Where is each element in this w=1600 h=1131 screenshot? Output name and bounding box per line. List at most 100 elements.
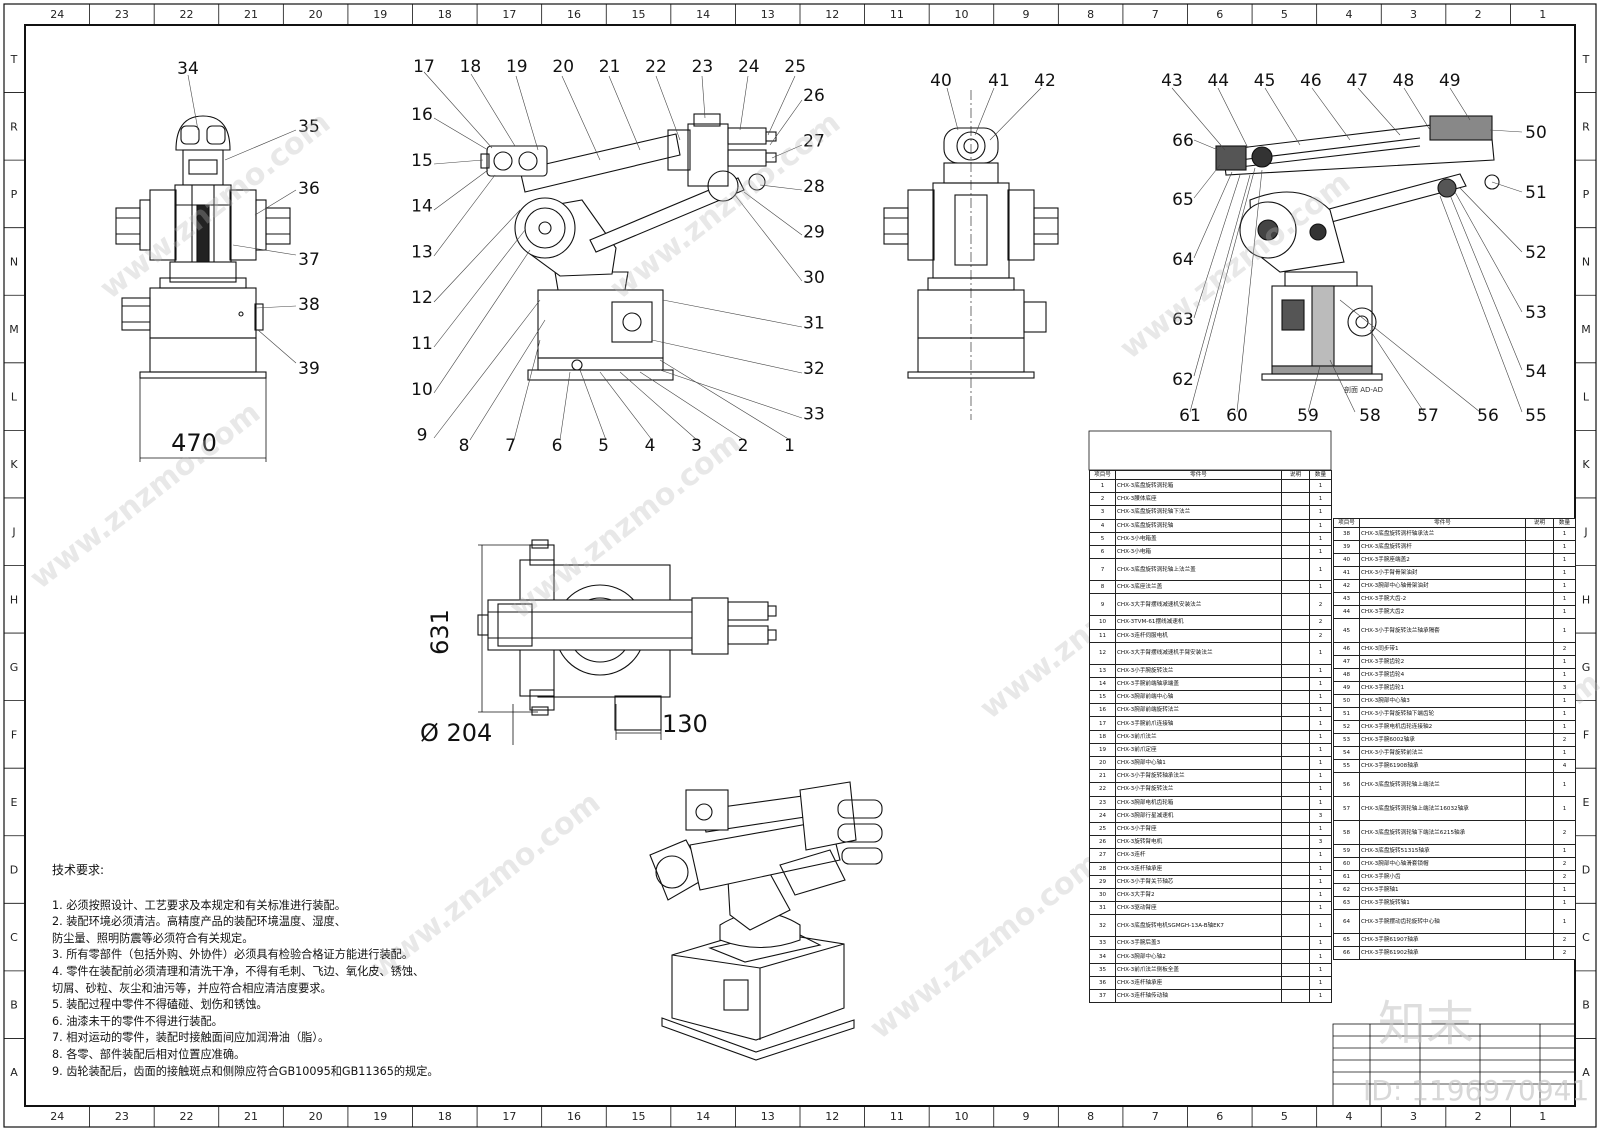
- bom-cell-qty: 1: [1309, 641, 1332, 665]
- bom-cell-item: 6: [1089, 544, 1116, 560]
- notes-line: 4. 零件在装配前必须清理和清洗干净，不得有毛刺、飞边、氧化皮、锈蚀、: [52, 964, 425, 978]
- part-callout: 60: [1226, 406, 1248, 426]
- bom-cell-qty: 1: [1309, 676, 1332, 692]
- zone-col-label: 2: [1475, 8, 1482, 21]
- bom-cell-item: 30: [1089, 887, 1116, 903]
- part-callout: 51: [1525, 183, 1547, 203]
- bom-cell-part: CHX-3连杆轴承座: [1115, 861, 1282, 876]
- dim-470: 470: [171, 429, 217, 457]
- bom-cell-part: CHX-3旋转臂电机: [1115, 835, 1282, 850]
- bom-cell-item: 59: [1333, 844, 1360, 858]
- bom-cell-qty: 1: [1553, 579, 1576, 593]
- bom-cell-qty: 2: [1553, 733, 1576, 747]
- bom-cell-item: 65: [1333, 933, 1360, 947]
- bom-cell-part: CHX-3前爪法兰: [1115, 729, 1282, 744]
- bom-cell-qty: 1: [1309, 663, 1332, 678]
- bom-cell-desc: [1525, 933, 1554, 947]
- part-callout: 17: [413, 57, 435, 77]
- bom-cell-part: CHX-3连杆轴传动轴: [1115, 988, 1282, 1004]
- zone-col-label: 6: [1216, 1110, 1223, 1123]
- bom-cell-desc: [1525, 694, 1554, 708]
- bom-cell-part: CHX-3同步带1: [1359, 642, 1526, 656]
- bom-cell-item: 26: [1089, 835, 1116, 850]
- bom-cell-part: CHX-3底盘旋转电机SGMGH-13A-B轴EK7: [1115, 914, 1282, 938]
- bom-cell-desc: [1525, 946, 1554, 960]
- part-callout: 14: [411, 197, 433, 217]
- dim-631: 631: [426, 609, 454, 655]
- bom-cell-desc: [1281, 615, 1310, 630]
- front-view-dimension: [139, 378, 267, 462]
- bom-cell-qty: 1: [1553, 707, 1576, 721]
- bom-cell-desc: [1281, 628, 1310, 643]
- zone-col-label: 5: [1281, 8, 1288, 21]
- bom-cell-item: 60: [1333, 857, 1360, 871]
- part-callout: 28: [803, 177, 825, 197]
- part-callout: 15: [411, 151, 433, 171]
- bom-cell-desc: [1525, 796, 1554, 821]
- bom-cell-desc: [1281, 676, 1310, 692]
- bom-cell-qty: 1: [1309, 782, 1332, 797]
- zone-col-label: 14: [696, 1110, 710, 1123]
- bom-cell-qty: 1: [1553, 844, 1576, 858]
- bom-cell-item: 48: [1333, 668, 1360, 682]
- bom-cell-item: 40: [1333, 553, 1360, 567]
- part-callout: 3: [691, 436, 702, 456]
- zone-col-label: 22: [179, 8, 193, 21]
- bom-cell-item: 57: [1333, 796, 1360, 821]
- part-callout: 37: [298, 250, 320, 270]
- bom-cell-qty: 2: [1553, 820, 1576, 845]
- bom-cell-desc: [1525, 820, 1554, 845]
- bom-cell-qty: 1: [1309, 558, 1332, 582]
- bom-header-item: 项目号: [1333, 518, 1360, 528]
- bom-cell-item: 25: [1089, 821, 1116, 837]
- bom-cell-part: CHX-3小手臂旋转轴承法兰: [1115, 769, 1282, 784]
- bom-cell-qty: 1: [1309, 962, 1332, 977]
- bom-cell-qty: 1: [1309, 821, 1332, 837]
- zone-row-label: C: [1582, 931, 1590, 944]
- bom-cell-part: CHX-3底盘旋转涡杆轴承法兰: [1359, 527, 1526, 541]
- bom-cell-item: 13: [1089, 663, 1116, 678]
- zone-col-label: 24: [50, 1110, 64, 1123]
- bom-cell-desc: [1525, 553, 1554, 567]
- bom-cell-item: 37: [1089, 988, 1116, 1004]
- bom-cell-qty: 1: [1309, 988, 1332, 1004]
- zone-row-label: F: [1583, 728, 1589, 741]
- bom-cell-part: CHX-3手腕大齿-2: [1359, 592, 1526, 606]
- bom-cell-item: 21: [1089, 769, 1116, 784]
- zone-row-label: T: [1582, 53, 1590, 66]
- part-callout: 47: [1346, 71, 1368, 91]
- bom-cell-part: CHX-3腕部中心轴1: [1115, 755, 1282, 771]
- bom-cell-desc: [1525, 592, 1554, 606]
- bom-cell-desc: [1525, 707, 1554, 721]
- bom-cell-desc: [1281, 505, 1310, 520]
- zone-col-label: 2: [1475, 1110, 1482, 1123]
- bom-cell-part: CHX-3连杆伺服电机: [1115, 628, 1282, 643]
- part-callout: 33: [803, 405, 825, 425]
- bom-cell-desc: [1525, 870, 1554, 884]
- bom-cell-item: 5: [1089, 531, 1116, 546]
- bom-cell-qty: 1: [1309, 729, 1332, 744]
- bom-cell-item: 20: [1089, 755, 1116, 771]
- bom-cell-qty: 1: [1553, 668, 1576, 682]
- bom-cell-part: CHX-3底盘旋转涡轮轴上端法兰: [1359, 772, 1526, 797]
